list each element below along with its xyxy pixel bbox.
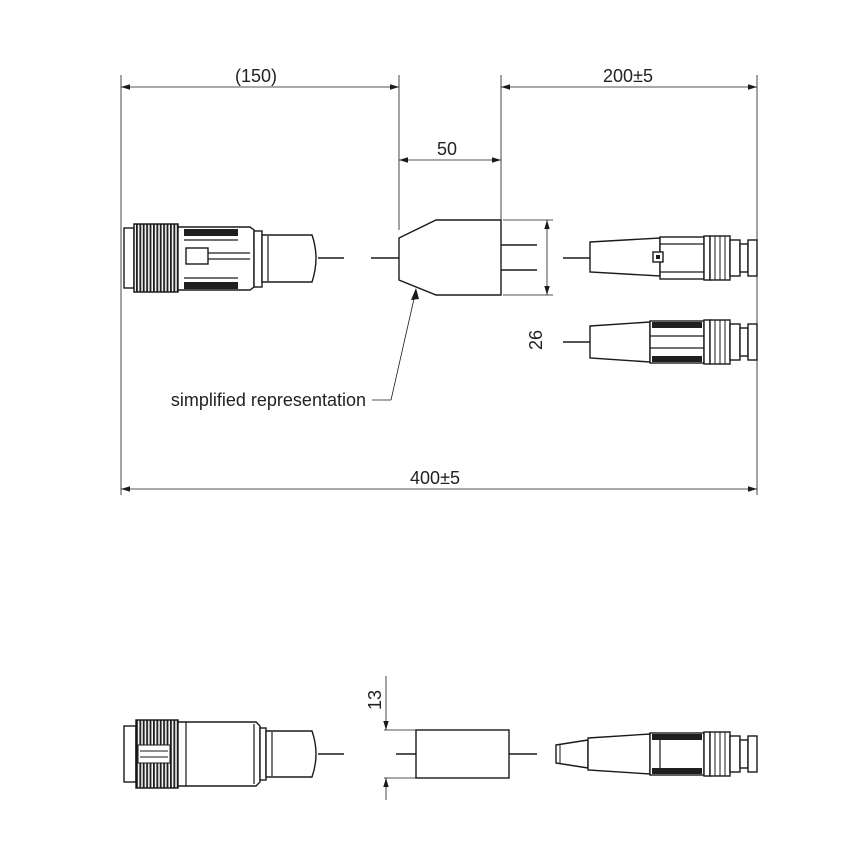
dimension-total-length: 400±5 [121, 468, 757, 492]
right-connector-lower [563, 319, 758, 365]
dimension-body-height: 13 [365, 676, 416, 800]
dimension-total-length-label: 400±5 [410, 468, 460, 488]
right-connector-side [555, 731, 758, 777]
dimension-right-length-label: 200±5 [603, 66, 653, 86]
dimension-body-height-label: 13 [365, 690, 385, 710]
dimension-splitter-width-label: 26 [526, 330, 546, 350]
dimension-splitter-length-label: 50 [437, 139, 457, 159]
dimension-left-length-label: (150) [235, 66, 277, 86]
left-connector-top [123, 223, 344, 293]
dimension-right-length: 200±5 [501, 66, 757, 90]
dimension-splitter-length: 50 [399, 139, 501, 163]
annotation-simplified: simplified representation [171, 288, 419, 410]
left-connector-side [123, 719, 344, 789]
right-connector-upper [563, 235, 758, 281]
dimension-splitter-width: 26 [526, 220, 550, 350]
dimension-left-length: (150) [121, 66, 399, 90]
splitter-side [396, 729, 537, 779]
annotation-simplified-label: simplified representation [171, 390, 366, 410]
splitter-top [371, 219, 537, 296]
extension-lines [120, 75, 758, 495]
